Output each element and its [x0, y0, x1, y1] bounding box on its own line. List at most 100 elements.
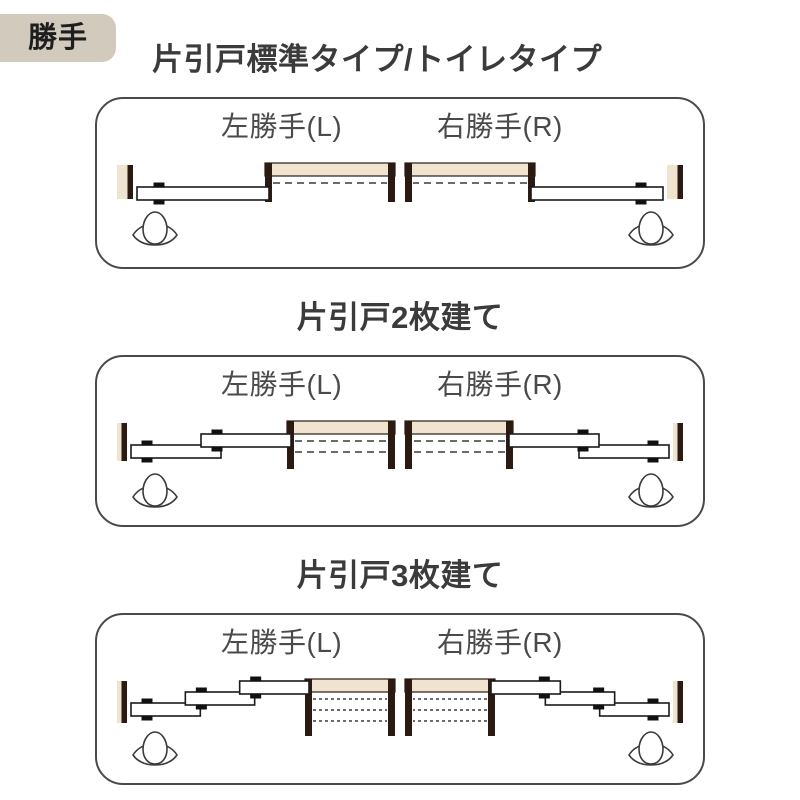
section-standard-toilet: 片引戸標準タイプ/トイレタイプ 左勝手(L) 右勝手(R) — [0, 44, 800, 269]
wall-jamb — [117, 165, 133, 199]
door-schematic-standard-toilet — [97, 145, 703, 263]
wall-jamb — [667, 165, 683, 199]
door-handle-bottom — [593, 704, 605, 710]
diagram-panel-two-panel: 左勝手(L) 右勝手(R) — [95, 355, 705, 527]
section-title: 片引戸標準タイプ/トイレタイプ — [152, 42, 603, 77]
door-leaf-body — [200, 433, 292, 448]
left-hand-assembly — [117, 676, 396, 736]
door-leaf — [508, 429, 600, 452]
door-handle-bottom — [211, 446, 223, 452]
wall-jamb-edge — [121, 681, 127, 723]
label-left-hand: 左勝手(L) — [221, 111, 343, 142]
label-left-hand: 左勝手(L) — [221, 627, 343, 658]
right-hand-assembly — [404, 676, 683, 736]
wall-jamb-edge — [121, 423, 127, 461]
person-top-view-icon — [628, 473, 674, 508]
pocket-near-edge — [305, 679, 312, 736]
wall-jamb — [117, 423, 127, 461]
wall-jamb — [117, 681, 127, 723]
door-leaf-body — [508, 433, 600, 448]
section-three-panel: 片引戸3枚建て 左勝手(L) 右勝手(R) — [0, 560, 800, 785]
person-top-view-icon — [132, 731, 178, 766]
pocket-head-band — [404, 678, 496, 693]
left-hand-assembly — [117, 162, 396, 205]
door-handle-top — [538, 676, 550, 682]
katte-badge: 勝手 — [0, 14, 116, 62]
label-left-hand: 左勝手(L) — [221, 369, 343, 400]
door-handle-bottom — [153, 199, 165, 205]
right-hand-assembly — [404, 420, 683, 469]
door-handle-top — [647, 440, 659, 446]
door-leaf — [490, 676, 562, 699]
door-leaf — [238, 676, 310, 699]
person-top-view-icon — [132, 211, 178, 246]
pocket-far-edge — [405, 679, 412, 736]
right-hand-assembly — [404, 162, 683, 205]
door-handle-top — [211, 429, 223, 435]
door-handle-top — [635, 182, 647, 188]
diagram-panel-standard-toilet: 左勝手(L) 右勝手(R) — [95, 97, 705, 269]
wall-jamb-edge — [127, 165, 133, 199]
door-handle-bottom — [538, 693, 550, 699]
diagram-panel-three-panel: 左勝手(L) 右勝手(R) — [95, 613, 705, 785]
door-leaf — [130, 698, 202, 721]
person-top-view-icon — [628, 731, 674, 766]
wall-jamb-edge — [677, 681, 683, 723]
panel-hand-labels: 左勝手(L) 右勝手(R) — [97, 357, 703, 403]
person-top-view-icon — [132, 473, 178, 508]
pocket-head-band — [264, 162, 396, 177]
door-leaf-body — [136, 186, 270, 201]
pocket-far-edge — [388, 163, 395, 202]
person-head — [638, 731, 664, 765]
door-handle-bottom — [577, 446, 589, 452]
door-schematic-three-panel — [117, 676, 683, 766]
left-hand-assembly — [117, 420, 396, 469]
badge-label: 勝手 — [27, 21, 88, 54]
door-handle-top — [141, 440, 153, 446]
wall-pocket — [264, 162, 396, 202]
door-handle-top — [195, 687, 207, 693]
door-handle-top — [577, 429, 589, 435]
label-right-hand: 右勝手(R) — [437, 627, 563, 658]
door-handle-top — [593, 687, 605, 693]
person-top-view-icon — [628, 211, 674, 246]
door-handle-bottom — [250, 693, 262, 699]
pocket-near-edge — [265, 163, 272, 202]
pocket-far-edge — [405, 421, 412, 469]
door-handle-bottom — [141, 457, 153, 463]
section-title: 片引戸2枚建て — [296, 300, 504, 335]
pocket-head-band — [286, 420, 396, 435]
door-leaf — [598, 698, 670, 721]
door-schematic-three-panel — [97, 661, 703, 779]
pocket-head-band — [404, 162, 536, 177]
pocket-far-edge — [405, 163, 412, 202]
wall-jamb-edge — [677, 423, 683, 461]
wall-pocket — [304, 678, 396, 736]
door-leaf-body — [238, 680, 310, 695]
section-title: 片引戸3枚建て — [296, 558, 504, 593]
section-two-panel: 片引戸2枚建て 左勝手(L) 右勝手(R) — [0, 302, 800, 527]
pocket-far-edge — [388, 679, 395, 736]
door-leaf-body — [490, 680, 562, 695]
door-leaf — [530, 182, 664, 205]
door-handle-top — [250, 676, 262, 682]
door-schematic-two-panel — [117, 420, 683, 508]
wall-jamb — [673, 681, 683, 723]
pocket-far-edge — [388, 421, 395, 469]
door-schematic-standard-toilet — [117, 162, 683, 246]
pocket-near-edge — [528, 163, 535, 202]
wall-jamb — [673, 423, 683, 461]
person-head — [638, 211, 664, 245]
door-handle-top — [141, 698, 153, 704]
person-head — [142, 473, 168, 507]
wall-pocket — [286, 420, 396, 469]
door-handle-bottom — [635, 199, 647, 205]
pocket-head-band — [304, 678, 396, 693]
door-leaf-body — [530, 186, 664, 201]
door-schematic-two-panel — [97, 403, 703, 521]
wall-pocket — [404, 420, 514, 469]
door-handle-bottom — [195, 704, 207, 710]
door-handle-top — [153, 182, 165, 188]
person-head — [142, 731, 168, 765]
label-right-hand: 右勝手(R) — [437, 369, 563, 400]
